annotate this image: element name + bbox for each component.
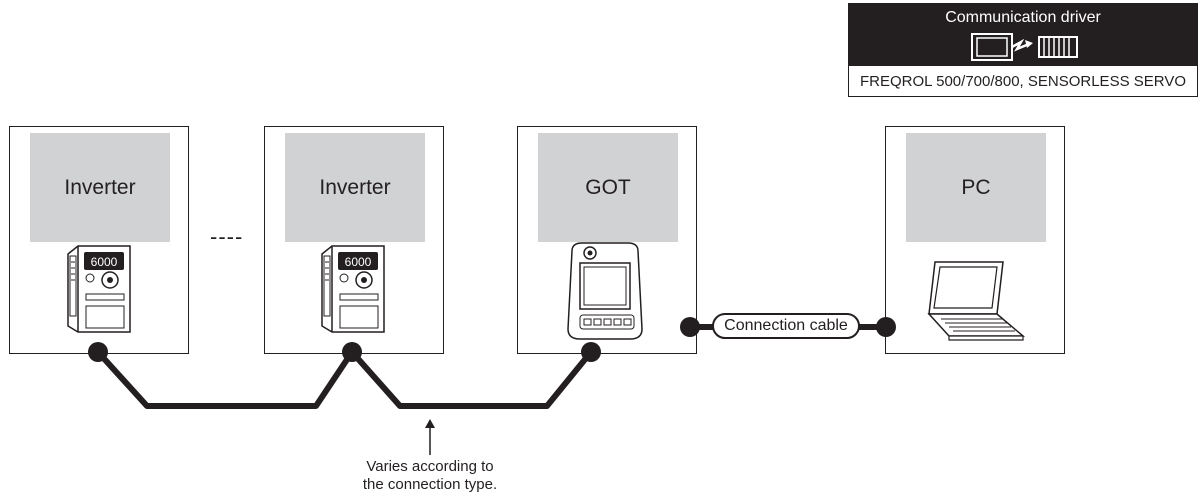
ellipsis: ---- bbox=[210, 224, 244, 249]
note-line-2: the connection type. bbox=[362, 476, 498, 493]
communication-driver-header: Communication driver bbox=[849, 4, 1197, 66]
communication-driver-icon bbox=[971, 33, 1078, 61]
svg-text:6000: 6000 bbox=[345, 255, 372, 269]
communication-driver-title: Communication driver bbox=[945, 9, 1101, 26]
node-label: Inverter bbox=[64, 175, 136, 199]
node-label: GOT bbox=[585, 175, 631, 199]
inverter-icon: 6000 bbox=[67, 245, 131, 333]
got-panel-icon bbox=[567, 242, 643, 340]
inverter-icon: 6000 bbox=[321, 245, 385, 333]
node-label-area: PC bbox=[906, 133, 1046, 242]
laptop-icon bbox=[927, 261, 1026, 341]
wiring-line bbox=[95, 349, 594, 409]
note-line-1: Varies according to bbox=[366, 458, 494, 475]
connector-dot bbox=[680, 317, 700, 337]
svg-text:6000: 6000 bbox=[91, 255, 118, 269]
connector-dot bbox=[876, 317, 896, 337]
node-label-area: Inverter bbox=[285, 133, 425, 242]
node-label-area: Inverter bbox=[30, 133, 170, 242]
node-pc: PC bbox=[885, 126, 1065, 354]
communication-driver-box: Communication driver FREQROL 500/700/800… bbox=[848, 3, 1198, 97]
node-label: Inverter bbox=[319, 175, 391, 199]
connector-dot bbox=[88, 342, 108, 362]
node-label-area: GOT bbox=[538, 133, 678, 242]
connection-type-note: Varies according to the connection type. bbox=[338, 458, 522, 494]
connector-dot bbox=[342, 342, 362, 362]
communication-driver-name: FREQROL 500/700/800, SENSORLESS SERVO bbox=[860, 73, 1186, 90]
connector-dot bbox=[581, 342, 601, 362]
connection-cable-label: Connection cable bbox=[712, 313, 860, 339]
node-label: PC bbox=[961, 175, 991, 199]
node-got: GOT bbox=[517, 126, 697, 354]
